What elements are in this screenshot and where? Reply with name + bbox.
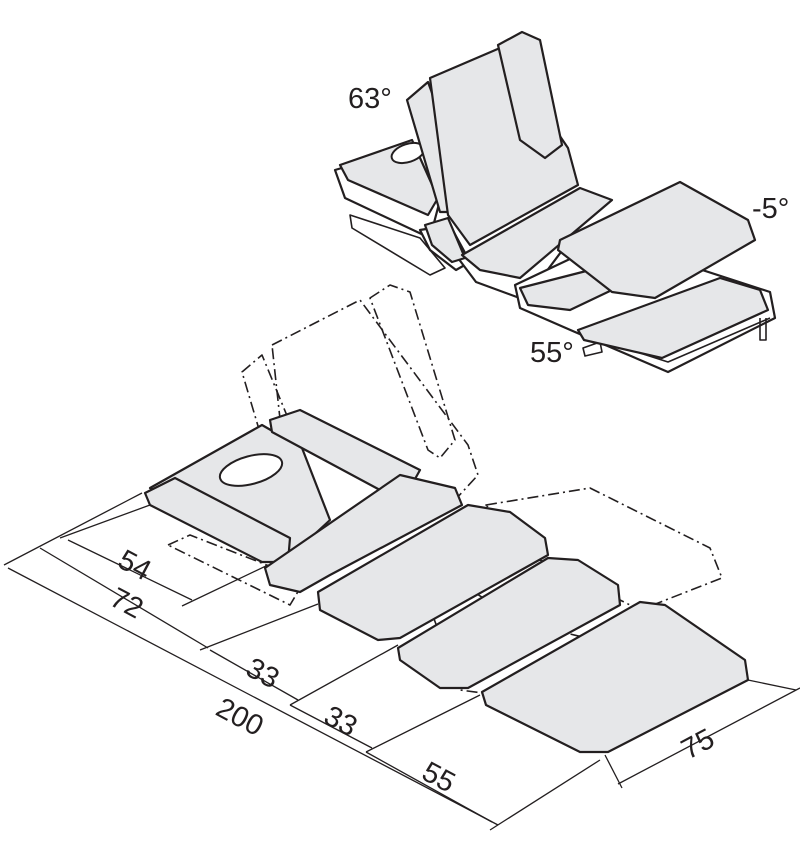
dim-75-line <box>617 687 800 785</box>
dim-33-thigh-label: 33 <box>319 700 363 743</box>
dim-54-ext-b <box>181 564 269 607</box>
knee-angle-label: 55° <box>530 337 574 369</box>
reclined-leg-post <box>759 318 767 341</box>
dim-75-ext-a <box>604 754 623 789</box>
dimension-lines <box>3 492 800 831</box>
reclined-pedal <box>582 341 603 357</box>
legrest-angle-label: -5° <box>752 193 789 225</box>
dim-72-line <box>39 547 209 649</box>
flat-back-cushion <box>263 473 464 594</box>
dim-55-line <box>365 751 493 823</box>
reclined-legrest-panel <box>556 180 757 300</box>
dim-54-line <box>67 539 193 601</box>
dim-33b-ext-b <box>365 694 481 753</box>
dim-72-label: 72 <box>105 582 149 625</box>
backrest-angle-label: 63° <box>348 83 392 115</box>
reclined-seat-cushion <box>423 216 467 264</box>
dim-72-ext-b <box>199 603 319 651</box>
reclined-backrest-right <box>496 30 564 160</box>
reclined-floor-shadow <box>349 214 446 276</box>
reclined-foot-cushion <box>576 276 770 360</box>
dim-33b-line <box>289 704 373 749</box>
flat-seat-cushion <box>316 503 550 642</box>
dim-75-label: 75 <box>676 723 720 766</box>
table-flat-view <box>143 284 750 754</box>
ghost-backrest-right <box>369 284 456 459</box>
dim-33a-ext-b <box>289 644 399 706</box>
table-reclined-view <box>333 30 777 374</box>
flat-face-hole <box>218 453 284 487</box>
flat-thigh-cushion <box>396 556 622 690</box>
dim-33a-line <box>209 649 299 701</box>
dim-75-ext-b <box>747 679 797 691</box>
dim-200-ext-b <box>489 759 601 831</box>
dim-200-line <box>7 567 499 826</box>
dim-200-ext-a <box>3 492 143 566</box>
dim-55-label: 55 <box>417 756 461 799</box>
dim-54-ext-a <box>59 504 151 539</box>
